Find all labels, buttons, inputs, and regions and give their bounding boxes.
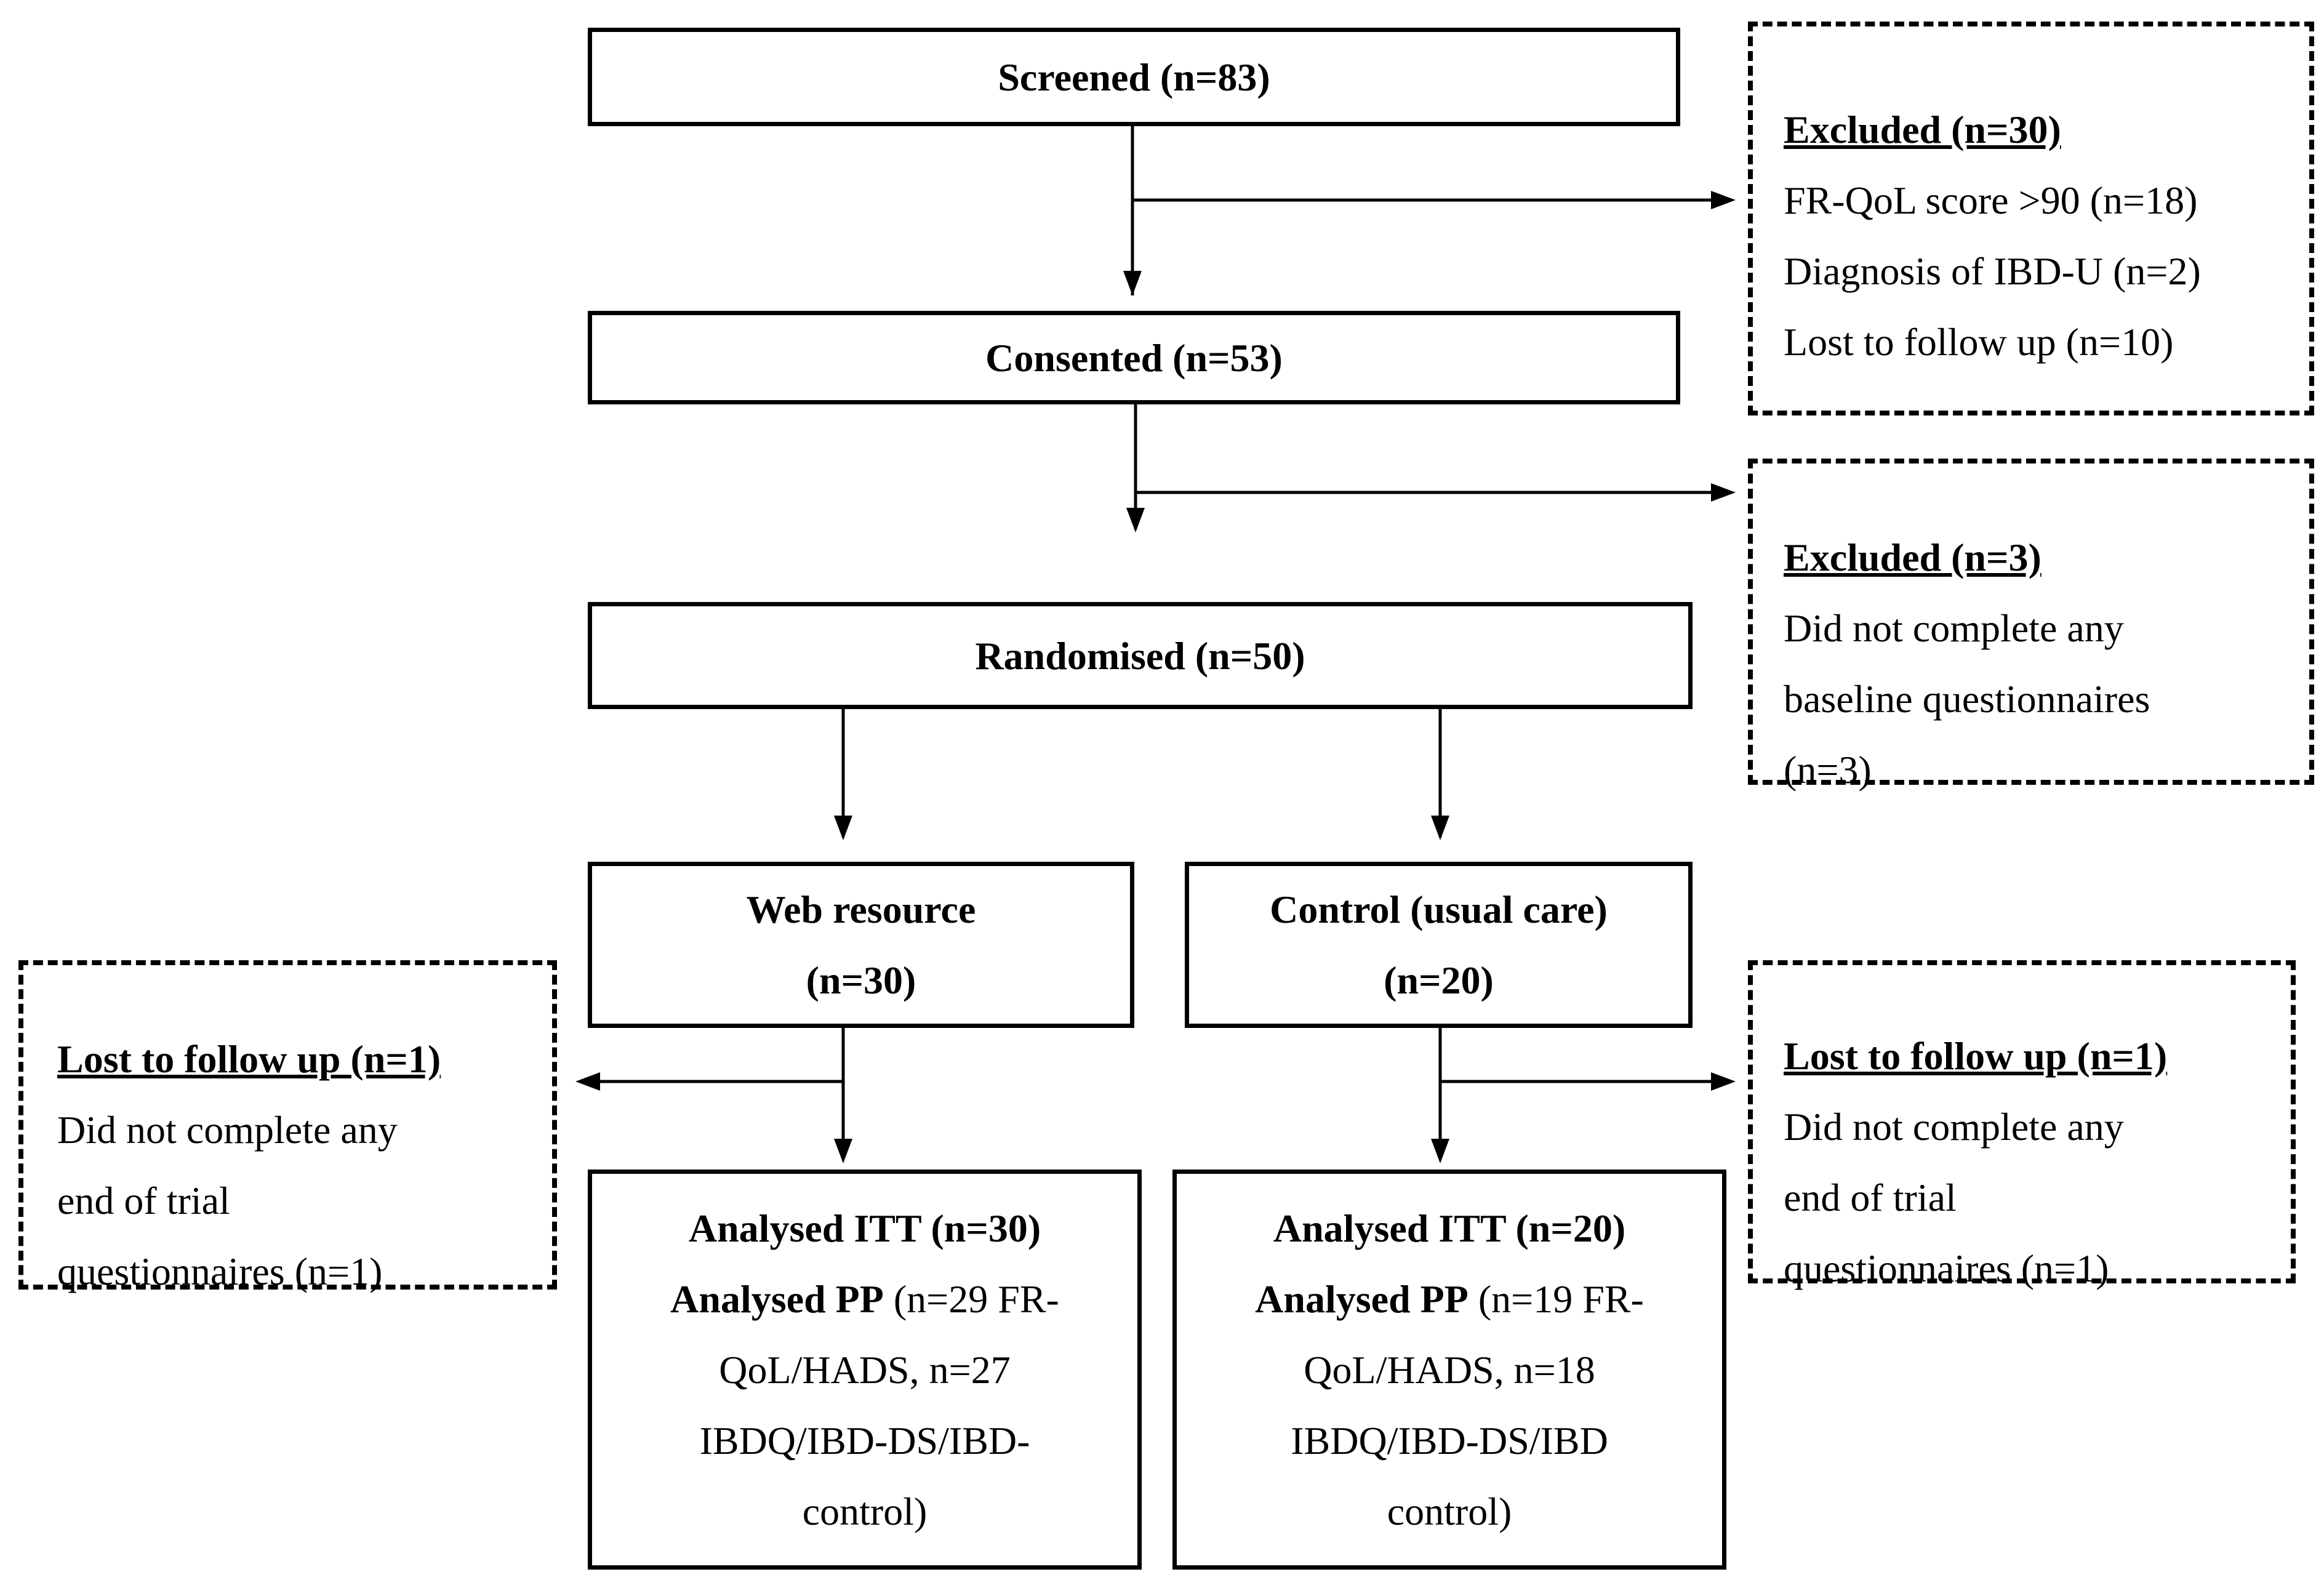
lost-web-reason: questionnaires (n=1) [57, 1250, 383, 1293]
analysed-web-pp-label: Analysed PP [670, 1277, 884, 1321]
excluded-3-box: Excluded (n=3) Did not complete any base… [1748, 459, 2314, 792]
analysed-web-line3: QoL/HADS, n=27 [719, 1347, 1011, 1392]
analysed-control-pp-rest: (n=19 FR- [1468, 1277, 1644, 1321]
randomised-box: Randomised (n=50) [588, 602, 1693, 709]
analysed-web-line5: control) [802, 1489, 928, 1533]
analysed-control-itt: Analysed ITT (n=20) [1273, 1206, 1626, 1250]
control-count: (n=20) [1384, 958, 1494, 1002]
excluded-3-reason: baseline questionnaires [1784, 677, 2150, 721]
screened-box: Screened (n=83) [588, 28, 1680, 126]
excluded-30-reason: FR-QoL score >90 (n=18) [1784, 179, 2198, 222]
lost-control-reason: Did not complete any [1784, 1105, 2124, 1149]
lost-web-title: Lost to follow up (n=1) [57, 1037, 441, 1081]
consented-label: Consented (n=53) [985, 335, 1283, 380]
excluded-30-box: Excluded (n=30) FR-QoL score >90 (n=18) … [1748, 22, 2314, 415]
analysed-web-itt: Analysed ITT (n=30) [688, 1206, 1041, 1250]
analysed-control-pp-line: Analysed PP (n=19 FR- [1255, 1264, 1644, 1334]
lost-web-box: Lost to follow up (n=1) Did not complete… [18, 960, 557, 1293]
lost-web-reason: end of trial [57, 1179, 230, 1222]
analysed-web-pp-rest: (n=29 FR- [883, 1277, 1059, 1321]
analysed-web-line4: IBDQ/IBD-DS/IBD- [699, 1418, 1030, 1463]
lost-control-reason: end of trial [1784, 1176, 1957, 1219]
excluded-3-reason: Did not complete any [1784, 606, 2124, 650]
excluded-30-reason: Lost to follow up (n=10) [1784, 320, 2174, 364]
web-resource-label: Web resource [746, 888, 976, 931]
analysed-control-line4: IBDQ/IBD-DS/IBD [1291, 1418, 1608, 1463]
analysed-control-line3: QoL/HADS, n=18 [1304, 1347, 1595, 1392]
web-resource-box: Web resource (n=30) [588, 862, 1134, 1028]
screened-label: Screened (n=83) [998, 55, 1270, 99]
lost-control-box: Lost to follow up (n=1) Did not complete… [1748, 960, 2296, 1290]
lost-web-reason: Did not complete any [57, 1108, 398, 1152]
excluded-3-reason: (n=3) [1784, 748, 1872, 792]
consented-box: Consented (n=53) [588, 311, 1680, 404]
web-resource-count: (n=30) [806, 958, 916, 1002]
analysed-control-box: Analysed ITT (n=20) Analysed PP (n=19 FR… [1172, 1170, 1726, 1570]
control-box: Control (usual care) (n=20) [1185, 862, 1693, 1028]
control-label: Control (usual care) [1270, 888, 1608, 931]
analysed-control-line5: control) [1387, 1489, 1512, 1533]
lost-control-reason: questionnaires (n=1) [1784, 1246, 2109, 1290]
excluded-30-title: Excluded (n=30) [1784, 108, 2061, 151]
analysed-web-pp-line: Analysed PP (n=29 FR- [670, 1264, 1059, 1334]
analysed-control-pp-label: Analysed PP [1255, 1277, 1469, 1321]
lost-control-title: Lost to follow up (n=1) [1784, 1034, 2168, 1078]
excluded-30-reason: Diagnosis of IBD-U (n=2) [1784, 249, 2201, 293]
excluded-3-title: Excluded (n=3) [1784, 536, 2042, 579]
analysed-web-box: Analysed ITT (n=30) Analysed PP (n=29 FR… [588, 1170, 1142, 1570]
randomised-label: Randomised (n=50) [975, 633, 1305, 678]
